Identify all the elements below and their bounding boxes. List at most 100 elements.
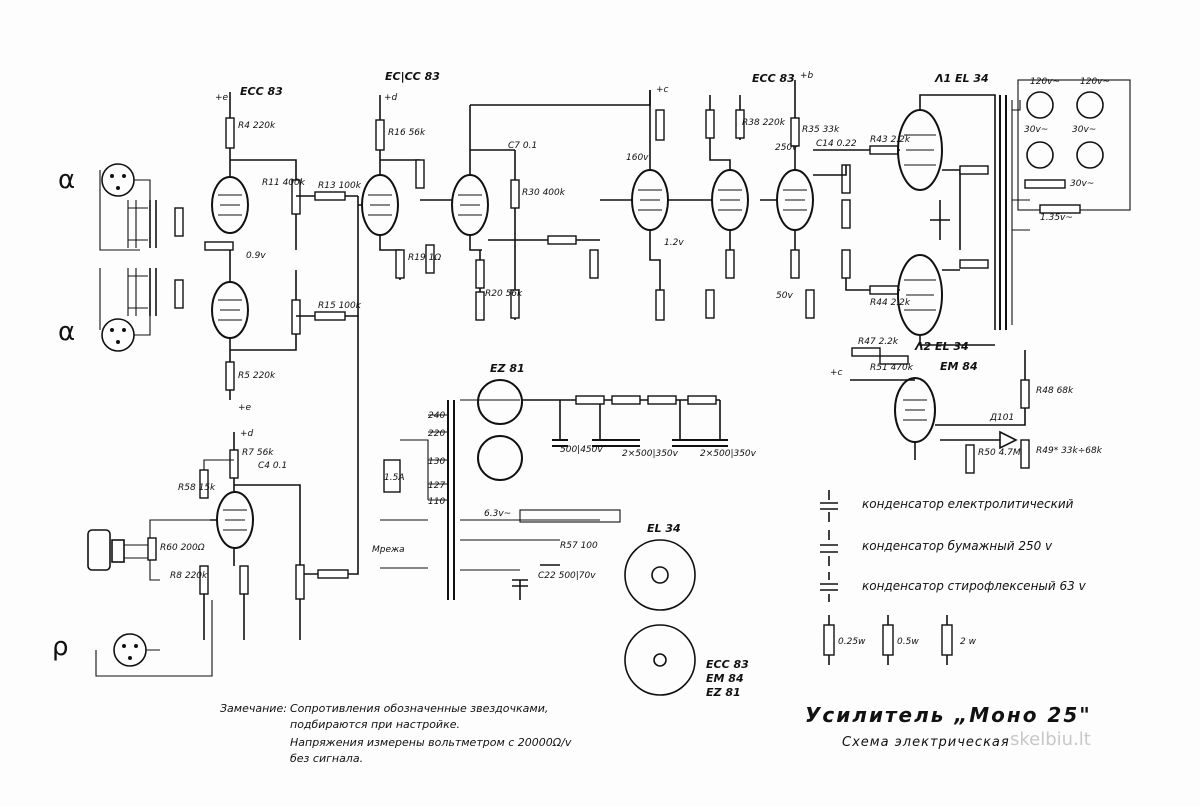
lbl-mains: Мрежа: [372, 545, 405, 555]
note-heading: Замечание:: [220, 702, 287, 715]
lbl-heater: 6.3v~: [484, 509, 511, 519]
legend-res-2: 0.5w: [897, 637, 919, 647]
lbl-out-tap-3: 30v~: [1024, 125, 1048, 135]
component-labels: R4 220k R5 220k R7 56k R8 220k R11 400k …: [160, 77, 1110, 581]
diagram-title: Усилитель „Моно 25": [805, 703, 1092, 727]
lbl-r51: R51 470k: [870, 363, 914, 373]
label-out2: Λ2 EL 34: [914, 340, 969, 353]
tube-v3a: [216, 491, 254, 549]
lbl-c7: C7 0.1: [508, 141, 537, 151]
rail-c-2: +c: [830, 368, 843, 378]
lbl-r35: R35 33k: [802, 125, 840, 135]
lbl-r58: R58 15k: [178, 483, 216, 493]
lbl-fuse: 1.5A: [384, 473, 404, 483]
rail-e-bottom: +e: [238, 403, 252, 413]
lbl-out-tap-4: 30v~: [1072, 125, 1096, 135]
note-line-4: без сигнала.: [290, 752, 363, 765]
lbl-r13: R13 100k: [318, 181, 362, 191]
lbl-r57: R57 100: [560, 541, 598, 551]
output-transformer: [999, 79, 1131, 330]
label-rect: EZ 81: [490, 362, 525, 375]
watermark: skelbiu.lt: [1010, 729, 1091, 750]
svg-text:ρ: ρ: [52, 632, 69, 662]
legend-symbols: [820, 490, 953, 665]
lbl-r44: R44 2.2k: [870, 298, 911, 308]
el34-pinout: [624, 539, 696, 611]
tube-labels: ECC 83 EC|CC 83 ECC 83 Λ1 EL 34 Λ2 EL 34…: [240, 70, 989, 699]
lbl-r16: R16 56k: [388, 128, 426, 138]
power-transformer: [380, 399, 621, 600]
tube-v1b: [211, 281, 249, 339]
noval-pinout: [624, 624, 696, 696]
label-v3: ECC 83: [752, 72, 795, 85]
preamp-wiring: [203, 92, 359, 640]
lbl-out-tap-2: 120v~: [1080, 77, 1110, 87]
output-tube-1: [897, 109, 943, 191]
input-transformer-2: [127, 268, 184, 316]
input-jack-b: α: [58, 268, 151, 352]
svg-text:α: α: [58, 317, 75, 347]
tube-pi-b: [776, 169, 814, 231]
rectifier-tube: [477, 379, 523, 481]
lbl-volt-2: 160v: [626, 153, 649, 163]
note-line-3: Напряжения измерены вольтметром с 20000Ω…: [290, 736, 572, 749]
lbl-r15: R15 100k: [318, 301, 362, 311]
legend: конденсатор електролитический конденсато…: [838, 497, 1087, 647]
note-line-1: Сопротивления обозначенные звездочками,: [290, 702, 548, 715]
label-pin-2: EM 84: [706, 672, 744, 685]
lbl-c4: C4 0.1: [258, 461, 287, 471]
label-pin-1: ECC 83: [706, 658, 749, 671]
legend-res-1: 0.25w: [838, 637, 866, 647]
lbl-r7: R7 56k: [242, 448, 274, 458]
lbl-r5: R5 220k: [238, 371, 276, 381]
label-v1: ECC 83: [240, 85, 283, 98]
lbl-r48: R48 68k: [1036, 386, 1074, 396]
preamp-resistors: [199, 117, 349, 600]
lbl-tap-2: 220: [428, 429, 445, 439]
svg-text:α: α: [58, 165, 75, 195]
diagram-subtitle: Схема электрическая: [842, 735, 1010, 750]
tube-v1a: [211, 176, 249, 234]
lbl-r49: R49* 33k÷68k: [1036, 446, 1103, 456]
lbl-tap-1: 240: [428, 411, 445, 421]
lbl-tap-5: 110: [428, 497, 445, 507]
legend-paper: конденсатор бумажный 250 v: [862, 539, 1053, 553]
second-stage-wiring: [358, 90, 651, 321]
note-line-2: подбираются при настройке.: [290, 718, 460, 731]
lbl-c14: C14 0.22: [816, 139, 857, 149]
lbl-r50: R50 4.7M: [978, 448, 1021, 458]
rail-labels: +e +e +d +d +c +b +c: [215, 71, 843, 439]
rail-c: +c: [656, 85, 669, 95]
rail-e-top: +e: [215, 93, 229, 103]
lbl-r8: R8 220k: [170, 571, 208, 581]
lbl-r19: R19 1Ω: [408, 253, 441, 263]
lbl-r4: R4 220k: [238, 121, 276, 131]
lbl-r43: R43 2.2k: [870, 135, 911, 145]
magic-eye-tube: [850, 347, 1030, 474]
lbl-r20: R20 56k: [485, 289, 523, 299]
lbl-out-tap-1: 120v~: [1030, 77, 1060, 87]
lbl-c29: 500|450v: [560, 445, 603, 455]
rail-d: +d: [384, 93, 398, 103]
input-transformer-1: [127, 200, 184, 248]
input-jack-c: ρ: [52, 600, 213, 677]
legend-styroflex: конденсатор стирофлексеный 63 v: [862, 579, 1087, 593]
label-out1: Λ1 EL 34: [934, 72, 989, 85]
driver-wiring: [600, 80, 900, 321]
legend-electrolytic: конденсатор електролитический: [862, 497, 1074, 511]
tube-driver: [631, 169, 669, 231]
lbl-d101: Д101: [989, 413, 1014, 423]
output-tube-2: [897, 254, 943, 336]
output-wiring: [919, 94, 996, 346]
lbl-volt-5: 50v: [776, 291, 793, 301]
lbl-volt-3: 250v: [775, 143, 798, 153]
lbl-r47: R47 2.2k: [858, 337, 899, 347]
rail-d-2: +d: [240, 429, 254, 439]
tube-v2b: [451, 174, 489, 236]
tube-pi-a: [711, 169, 749, 231]
lbl-r38: R38 220k: [742, 118, 786, 128]
lbl-tap-4: 127: [428, 481, 445, 491]
microphone-input: [87, 519, 210, 581]
